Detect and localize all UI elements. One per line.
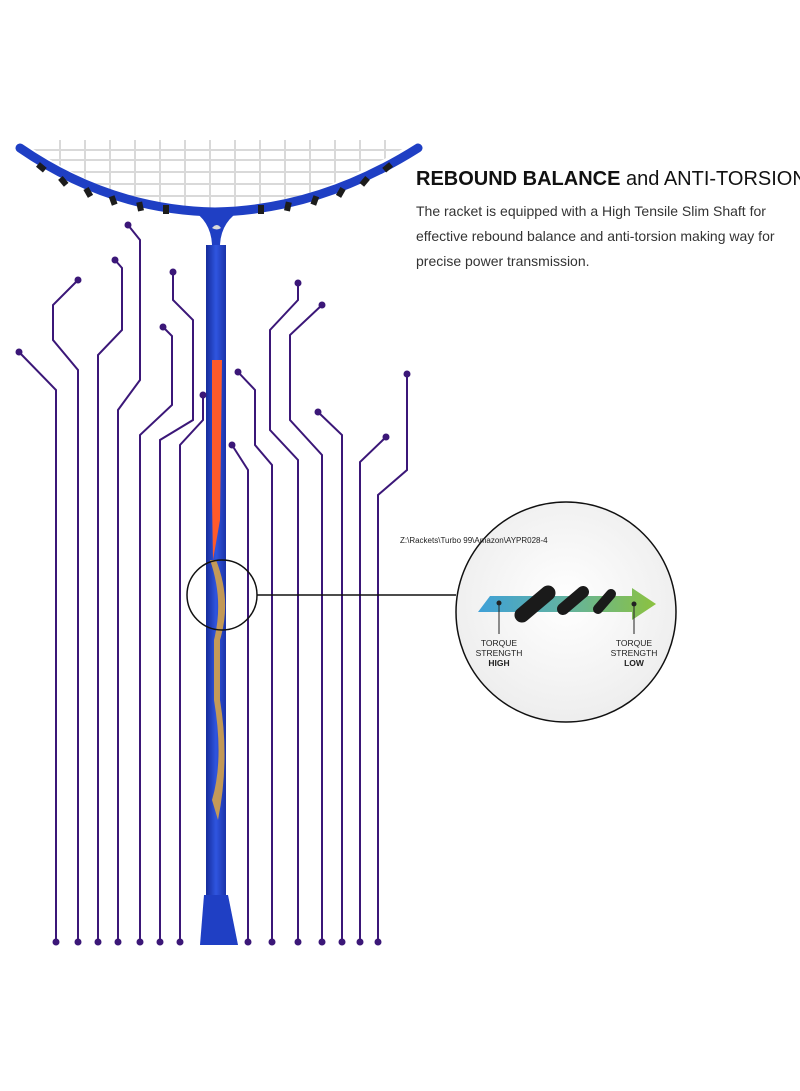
torque-label-high-line1: TORQUE (480, 638, 518, 648)
torque-label-high-level: HIGH (488, 658, 510, 668)
torsion-rods (514, 585, 616, 623)
file-path-label: Z:\Rackets\Turbo 99\Amazon\AYPR028-4 (400, 536, 548, 545)
shaft-graphic-orange (212, 360, 222, 560)
torque-label-low: TORQUE STRENGTH LOW (599, 638, 669, 668)
description-text: The racket is equipped with a High Tensi… (416, 203, 775, 269)
circuit-lines (18, 224, 408, 940)
shaft-graphic-gold (210, 560, 226, 820)
headline-bold: REBOUND BALANCE (416, 168, 621, 190)
headline: REBOUND BALANCE and ANTI-TORSION (416, 168, 800, 191)
headline-rest: and ANTI-TORSION (620, 168, 800, 190)
racket-frame (15, 143, 423, 217)
torque-label-low-level: LOW (624, 658, 644, 668)
racket-throat (195, 212, 238, 250)
torque-markers (496, 600, 637, 634)
torque-label-low-line1: TORQUE (615, 638, 653, 648)
racket-handle-base (200, 895, 238, 945)
grommets (36, 162, 393, 214)
circuit-nodes (15, 221, 411, 946)
torque-label-high-line2: STRENGTH (475, 648, 523, 658)
torque-label-high: TORQUE STRENGTH HIGH (464, 638, 534, 668)
brand-logo (212, 225, 221, 230)
torque-label-low-line2: STRENGTH (610, 648, 658, 658)
